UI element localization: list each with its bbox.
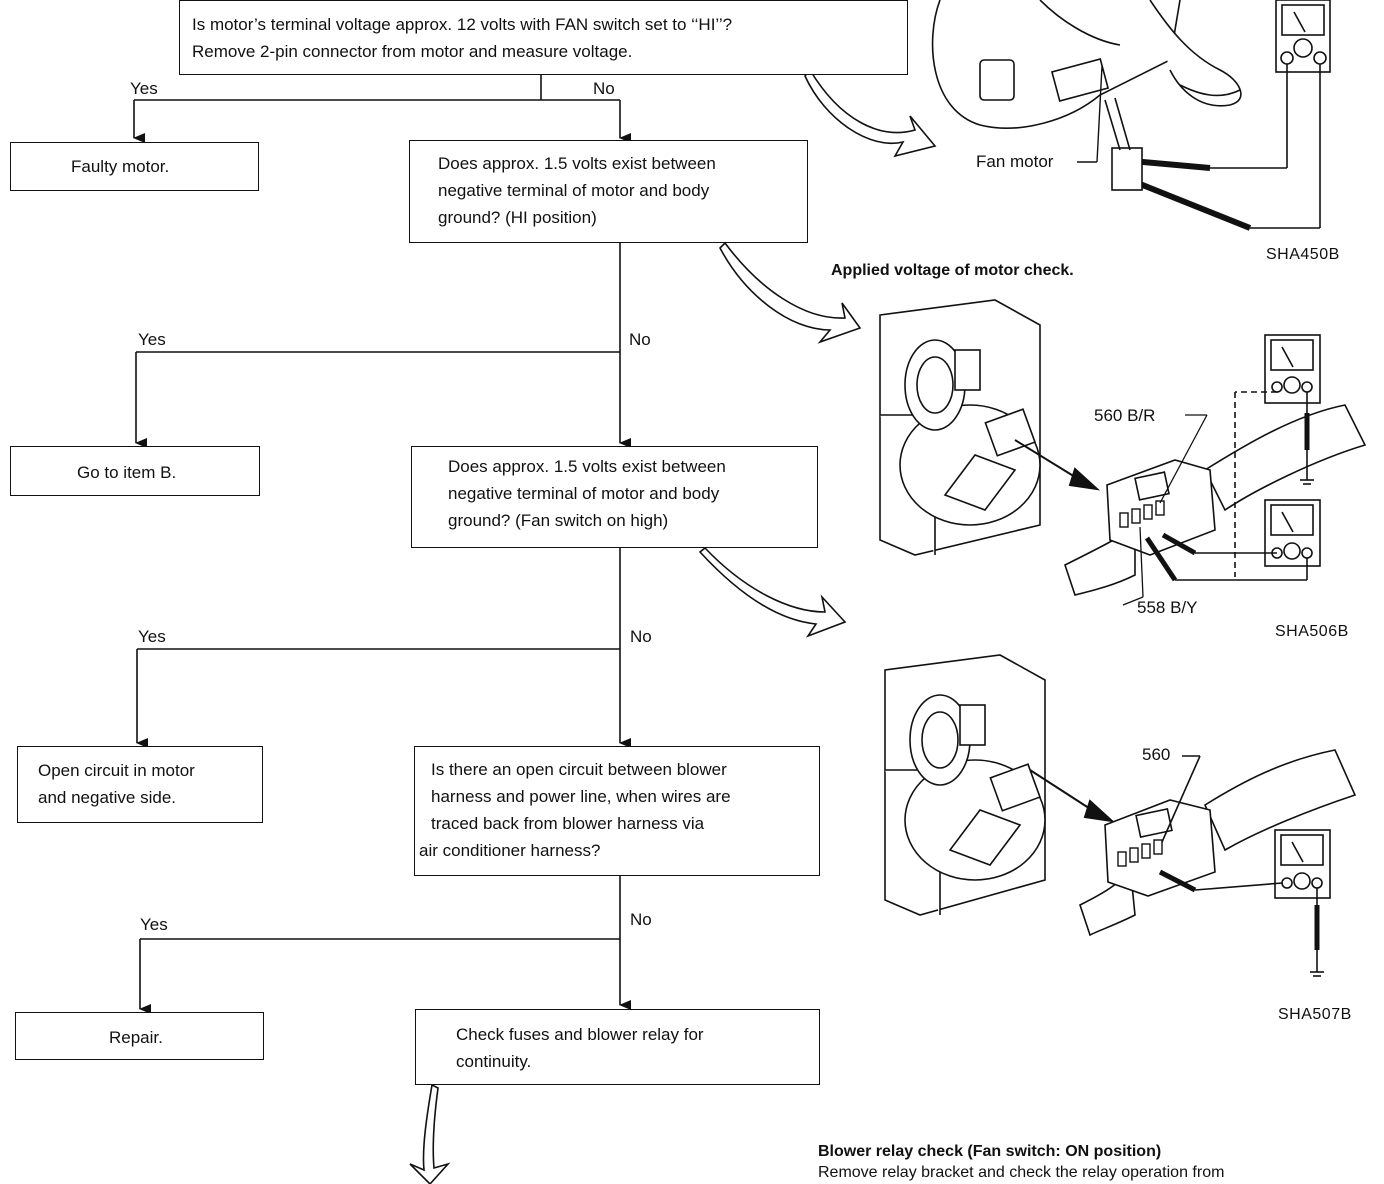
no-label-1: No: [593, 79, 615, 98]
harness-connector-illustration: [884, 654, 1357, 977]
question-box-2: Does approx. 1.5 volts exist between neg…: [409, 140, 808, 243]
yes-label-3: Yes: [138, 627, 166, 646]
question-3-line-2: negative terminal of motor and body: [448, 484, 720, 503]
fan-motor-illustration: [931, 0, 1331, 231]
result-box-faulty-motor: Faulty motor.: [10, 142, 259, 191]
wire-560-br-label: 560 B/R: [1094, 406, 1156, 425]
result-box-go-to-item-b: Go to item B.: [10, 446, 260, 496]
motor-connector-illustration: [879, 299, 1367, 606]
question-2-line-3: ground? (HI position): [438, 208, 597, 227]
result-box-open-circuit: Open circuit in motor and negative side.: [17, 746, 263, 823]
question-4-line-1: Is there an open circuit between blower: [431, 760, 727, 779]
fan-motor-label: Fan motor: [976, 152, 1054, 171]
no-label-4: No: [630, 910, 652, 929]
question-1-line-2: Remove 2-pin connector from motor and me…: [192, 42, 633, 61]
question-box-3: Does approx. 1.5 volts exist between neg…: [411, 446, 818, 548]
wire-560-label: 560: [1142, 745, 1171, 764]
question-2-line-2: negative terminal of motor and body: [438, 181, 710, 200]
figure-2-code: SHA506B: [1275, 623, 1349, 640]
blower-relay-text: Remove relay bracket and check the relay…: [818, 1164, 1225, 1181]
yes-label-2: Yes: [138, 330, 166, 349]
question-4-line-2: harness and power line, when wires are: [431, 787, 731, 806]
question-3-line-3: ground? (Fan switch on high): [448, 511, 669, 530]
question-4-line-3: traced back from blower harness via: [431, 814, 705, 833]
result-faulty-motor: Faulty motor.: [71, 157, 170, 176]
yes-label-4: Yes: [140, 915, 168, 934]
question-3-line-1: Does approx. 1.5 volts exist between: [448, 457, 726, 476]
result-repair: Repair.: [109, 1028, 163, 1047]
no-label-3: No: [630, 627, 652, 646]
voltmeter-1: [1200, 0, 1331, 229]
question-2-line-1: Does approx. 1.5 volts exist between: [438, 154, 716, 173]
result-open-circuit-line-1: Open circuit in motor: [38, 761, 195, 780]
question-5-line-1: Check fuses and blower relay for: [456, 1025, 704, 1044]
question-box-4: Is there an open circuit between blower …: [414, 746, 820, 876]
result-go-to-item-b: Go to item B.: [77, 463, 177, 482]
applied-voltage-heading: Applied voltage of motor check.: [831, 262, 1074, 279]
figure-3-code: SHA507B: [1278, 1006, 1352, 1023]
question-5-line-2: continuity.: [456, 1052, 532, 1071]
result-open-circuit-line-2: and negative side.: [38, 788, 176, 807]
question-4-line-4: air conditioner harness?: [419, 841, 601, 860]
pointer-arrows: [409, 68, 937, 1184]
result-box-repair: Repair.: [15, 1012, 264, 1060]
question-box-5: Check fuses and blower relay for continu…: [415, 1009, 820, 1085]
blower-relay-heading: Blower relay check (Fan switch: ON posit…: [818, 1143, 1162, 1160]
figure-1-code: SHA450B: [1266, 246, 1340, 263]
voltmeter-3: [1264, 499, 1321, 567]
wire-558-by-label: 558 B/Y: [1137, 598, 1198, 617]
question-box-1: Is motor’s terminal voltage approx. 12 v…: [179, 0, 908, 75]
no-label-2: No: [629, 330, 651, 349]
yes-label-1: Yes: [130, 79, 158, 98]
voltmeter-4: [1274, 829, 1331, 899]
voltmeter-2: [1264, 334, 1321, 404]
question-1-line-1: Is motor’s terminal voltage approx. 12 v…: [192, 15, 733, 34]
